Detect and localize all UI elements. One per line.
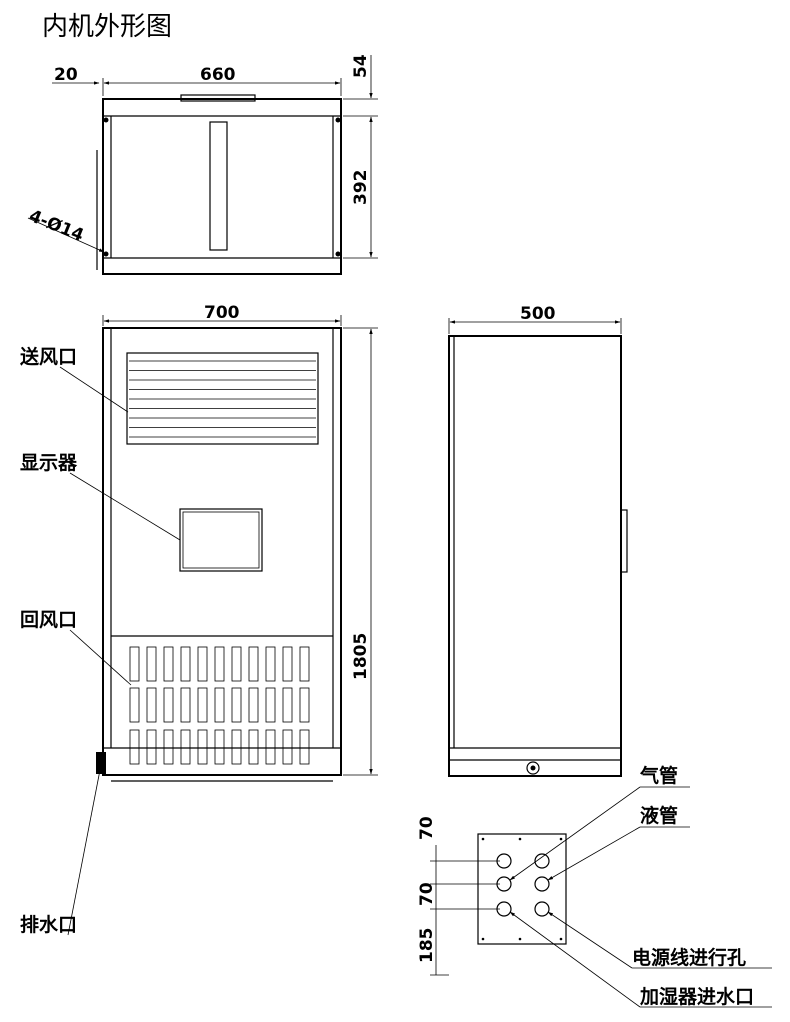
dim-top-hole-span: 392 [351,170,371,206]
bottom-port [526,761,540,775]
return-air-slot [163,646,174,682]
dim-pipe-bottom: 185 [417,928,437,964]
gas-pipe-port-2 [534,853,550,869]
return-air-slot [180,646,191,682]
return-air-slot [282,729,293,765]
return-air-slot [265,646,276,682]
return-air-slot [214,729,225,765]
dim-front-width: 700 [204,303,240,323]
label-humidifier-inlet: 加湿器进水口 [639,986,754,1008]
return-air-slot [129,646,140,682]
pipe-plate [477,833,567,945]
front-view-outline [102,327,342,776]
supply-air-louvres [129,360,316,438]
return-air-slot [231,729,242,765]
return-air-slot [214,687,225,723]
label-supply-air: 送风口 [20,345,77,368]
return-air-slot [146,729,157,765]
supply-air-grille [126,352,319,445]
return-air-slot [146,646,157,682]
drawing-title: 内机外形图 [42,12,172,42]
mount-hole [103,251,109,257]
dim-top-depth-edge: 54 [351,54,371,78]
return-air-slot [180,729,191,765]
side-view: 500 70 70 185 气管 液管 电源线进行孔 加湿器进水口 [417,304,772,1008]
front-view: 700 1805 送风口 显示器 回风口 排水口 [20,303,378,936]
dim-top-offset: 20 [54,65,78,85]
drain-outlet [96,752,106,774]
return-air-slot [197,687,208,723]
power-inlet-port [534,901,550,917]
return-air-slot [180,687,191,723]
label-drain: 排水口 [20,913,77,936]
return-air-slot [197,729,208,765]
mount-hole [335,251,341,257]
label-power-inlet: 电源线进行孔 [632,946,746,969]
return-air-slot [299,687,310,723]
dim-hole-spec: 4-Ø14 [26,206,86,246]
return-air-slots [129,646,310,765]
label-liquid-pipe: 液管 [640,804,678,827]
mount-hole [335,117,341,123]
return-air-slot [299,646,310,682]
return-air-slot [248,646,259,682]
return-air-slot [197,646,208,682]
return-air-slot [231,646,242,682]
return-air-slot [282,687,293,723]
label-gas-pipe: 气管 [639,764,678,787]
label-display: 显示器 [20,452,78,474]
top-view-outline [102,98,342,275]
return-air-slot [129,687,140,723]
dim-top-width: 660 [200,65,236,85]
return-air-slot [231,687,242,723]
return-air-slot [265,729,276,765]
return-air-slot [214,646,225,682]
dim-height: 1805 [351,633,371,680]
side-view-outline [448,335,622,777]
side-handle [620,509,628,573]
return-air-slot [163,729,174,765]
return-air-slot [282,646,293,682]
return-air-slot [265,687,276,723]
return-air-slot [129,729,140,765]
return-air-slot [248,687,259,723]
dim-side-depth: 500 [520,304,556,324]
return-air-slot [299,729,310,765]
return-air-slot [146,687,157,723]
return-air-slot [248,729,259,765]
mount-hole [103,117,109,123]
dim-pipe-spacing-1: 70 [417,816,437,840]
return-air-slot [163,687,174,723]
label-return-air: 回风口 [20,609,77,631]
top-view: 20 660 54 392 4-Ø14 [26,54,378,275]
dim-pipe-spacing-2: 70 [417,882,437,906]
display-panel [179,508,263,572]
liquid-pipe-port-2 [534,876,550,892]
